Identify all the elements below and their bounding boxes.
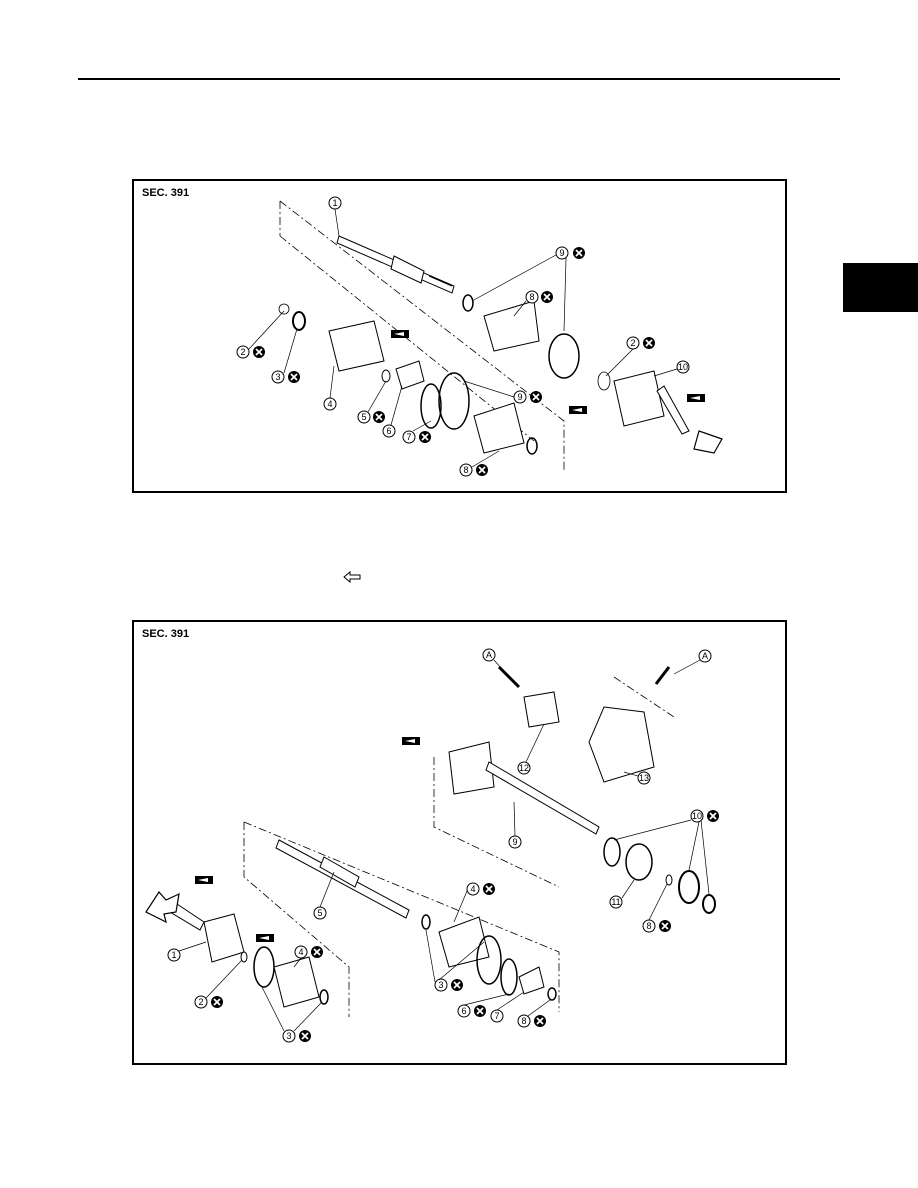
grease-tube-icon — [195, 737, 420, 942]
svg-text:9: 9 — [517, 392, 522, 402]
svg-text:12: 12 — [519, 763, 529, 773]
callout-13: 13 — [637, 771, 651, 785]
svg-text:3: 3 — [438, 980, 443, 990]
svg-text:7: 7 — [494, 1011, 499, 1021]
header-rule — [78, 78, 840, 80]
svg-text:13: 13 — [639, 773, 649, 783]
callout-a2: A — [698, 649, 712, 663]
callout-8b: 8 — [459, 463, 473, 477]
svg-text:9: 9 — [559, 248, 564, 258]
section-index-tab[interactable] — [843, 263, 918, 312]
callout-7: 7 — [402, 430, 416, 444]
svg-text:8: 8 — [646, 921, 651, 931]
svg-text:9: 9 — [512, 837, 517, 847]
callout-4: 4 — [466, 882, 480, 896]
callout-8: 8 — [525, 290, 539, 304]
callout-6: 6 — [457, 1004, 471, 1018]
section-label: SEC. 391 — [142, 187, 190, 199]
callout-8: 8 — [642, 919, 656, 933]
callout-10: 10 — [690, 809, 704, 823]
svg-text:4: 4 — [327, 399, 332, 409]
svg-text:2: 2 — [198, 997, 203, 1007]
svg-text:2: 2 — [630, 338, 635, 348]
exploded-view-figure-1: SEC. 391 — [132, 179, 787, 493]
callout-2: 2 — [194, 995, 208, 1009]
callout-11: 11 — [609, 895, 623, 909]
svg-text:10: 10 — [692, 811, 702, 821]
left-outline-arrow-icon — [343, 571, 361, 583]
svg-text:4: 4 — [470, 884, 475, 894]
svg-text:6: 6 — [386, 426, 391, 436]
callout-a1: A — [482, 648, 496, 662]
svg-text:5: 5 — [361, 412, 366, 422]
svg-text:8: 8 — [463, 465, 468, 475]
diagram-1: 1 2 3 4 5 6 7 8 9 2 10 9 8 — [236, 196, 723, 477]
svg-text:8: 8 — [521, 1016, 526, 1026]
svg-text:2: 2 — [240, 347, 245, 357]
callout-1: 1 — [167, 948, 181, 962]
callout-3b: 3 — [282, 1029, 296, 1043]
callout-4: 4 — [323, 397, 337, 411]
svg-text:1: 1 — [332, 198, 337, 208]
svg-text:3: 3 — [275, 372, 280, 382]
svg-text:6: 6 — [461, 1006, 466, 1016]
callout-9: 9 — [555, 246, 569, 260]
callout-3: 3 — [434, 978, 448, 992]
callout-4b: 4 — [294, 945, 308, 959]
front-arrow-icon — [145, 891, 180, 924]
callout-2b: 2 — [626, 336, 640, 350]
callout-1: 1 — [328, 196, 342, 210]
svg-text:8: 8 — [529, 292, 534, 302]
svg-text:5: 5 — [317, 908, 322, 918]
callout-10: 10 — [676, 360, 690, 374]
section-label: SEC. 391 — [142, 628, 190, 640]
svg-text:1: 1 — [171, 950, 176, 960]
callout-9: 9 — [508, 835, 522, 849]
callout-7: 7 — [490, 1009, 504, 1023]
callout-9b: 9 — [513, 390, 527, 404]
svg-text:A: A — [702, 651, 708, 661]
exploded-view-figure-2: SEC. 391 — [132, 620, 787, 1065]
callout-3: 3 — [271, 370, 285, 384]
svg-text:4: 4 — [298, 947, 303, 957]
callout-2: 2 — [236, 345, 250, 359]
callout-5: 5 — [357, 410, 371, 424]
diagram-2: A A 12 13 9 10 11 8 5 4 3 6 7 8 1 2 4 3 — [145, 648, 720, 1043]
circled-x-icon — [252, 246, 656, 477]
svg-text:A: A — [486, 650, 492, 660]
svg-text:11: 11 — [611, 897, 620, 907]
callout-12: 12 — [517, 761, 531, 775]
svg-text:10: 10 — [678, 362, 688, 372]
callout-8b: 8 — [517, 1014, 531, 1028]
callout-5: 5 — [313, 906, 327, 920]
svg-text:7: 7 — [406, 432, 411, 442]
callout-6: 6 — [382, 424, 396, 438]
svg-text:3: 3 — [286, 1031, 291, 1041]
drive-shaft-part — [336, 235, 455, 294]
front-arrow-icon — [693, 430, 723, 454]
